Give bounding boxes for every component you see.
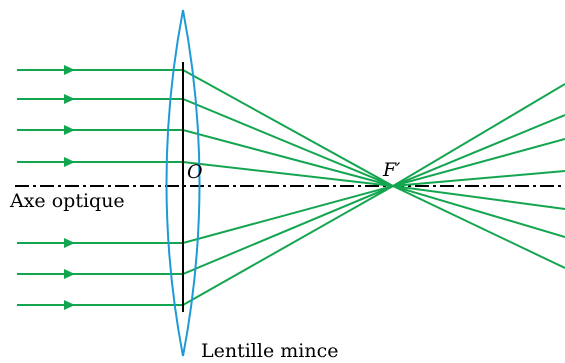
ray-arrow-1 bbox=[64, 65, 75, 75]
focus-label: F′ bbox=[382, 159, 401, 181]
ray-4 bbox=[17, 161, 565, 188]
lens-center-label: O bbox=[187, 161, 203, 183]
ray-7 bbox=[17, 184, 565, 306]
ray-arrow-5 bbox=[64, 238, 75, 248]
ray-6 bbox=[17, 184, 565, 275]
ray-3 bbox=[17, 129, 565, 188]
ray-arrow-4 bbox=[64, 157, 75, 167]
thin-lens-outline bbox=[165, 9, 201, 357]
ray-arrow-3 bbox=[64, 125, 75, 135]
ray-arrow-7 bbox=[64, 300, 75, 310]
ray-1 bbox=[17, 69, 565, 188]
ray-arrow-2 bbox=[64, 94, 75, 104]
lens-label: Lentille mince bbox=[201, 340, 338, 362]
axis-label: Axe optique bbox=[9, 190, 125, 212]
ray-arrows bbox=[64, 65, 75, 310]
ray-5 bbox=[17, 184, 565, 244]
ray-2 bbox=[17, 98, 565, 188]
light-rays bbox=[17, 69, 565, 306]
ray-arrow-6 bbox=[64, 269, 75, 279]
